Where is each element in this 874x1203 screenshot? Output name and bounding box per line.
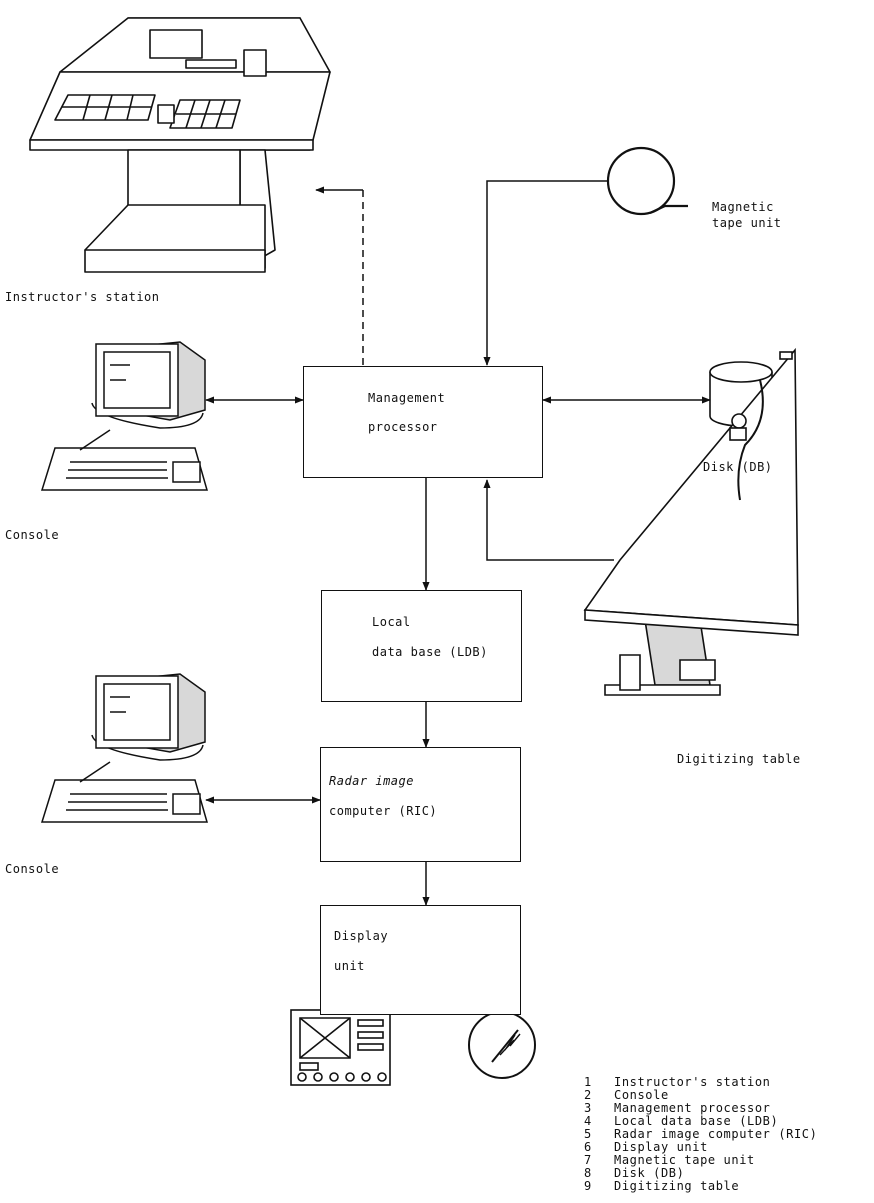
management-processor-line1: Management (368, 391, 445, 405)
management-processor-block: Management processor (303, 366, 543, 478)
radar-image-computer-line2: computer (RIC) (329, 804, 437, 818)
console-label-lower: Console (5, 862, 59, 876)
console-label-upper: Console (5, 528, 59, 542)
instructor-station-icon (30, 18, 330, 272)
digitizing-table-label: Digitizing table (677, 752, 801, 766)
console-icon-lower (42, 674, 207, 822)
local-data-base-block: Local data base (LDB) (321, 590, 522, 702)
radar-image-computer-block: Radar image computer (RIC) (320, 747, 521, 862)
local-data-base-line1: Local (372, 615, 411, 629)
display-unit-line1: Display (334, 929, 388, 943)
magnetic-tape-label-line2: tape unit (712, 216, 782, 230)
radar-display-icon (291, 1010, 390, 1085)
magnetic-tape-label-line1: Magnetic (712, 200, 774, 214)
digitizing-table-icon (585, 350, 798, 695)
arrow-tape-to-processor (487, 181, 608, 365)
radar-scope-icon (469, 1012, 535, 1078)
display-unit-line2: unit (334, 959, 365, 973)
instructor-station-label: Instructor's station (5, 290, 160, 304)
radar-image-computer-line1: Radar image (329, 774, 414, 788)
management-processor-line2: processor (368, 420, 438, 434)
arrow-digitizer-to-processor (487, 480, 614, 560)
local-data-base-line2: data base (LDB) (372, 645, 488, 659)
display-unit-block: Display unit (320, 905, 521, 1015)
console-icon-upper (42, 342, 207, 490)
magnetic-tape-icon (608, 148, 688, 214)
disk-label: Disk (DB) (703, 460, 773, 474)
